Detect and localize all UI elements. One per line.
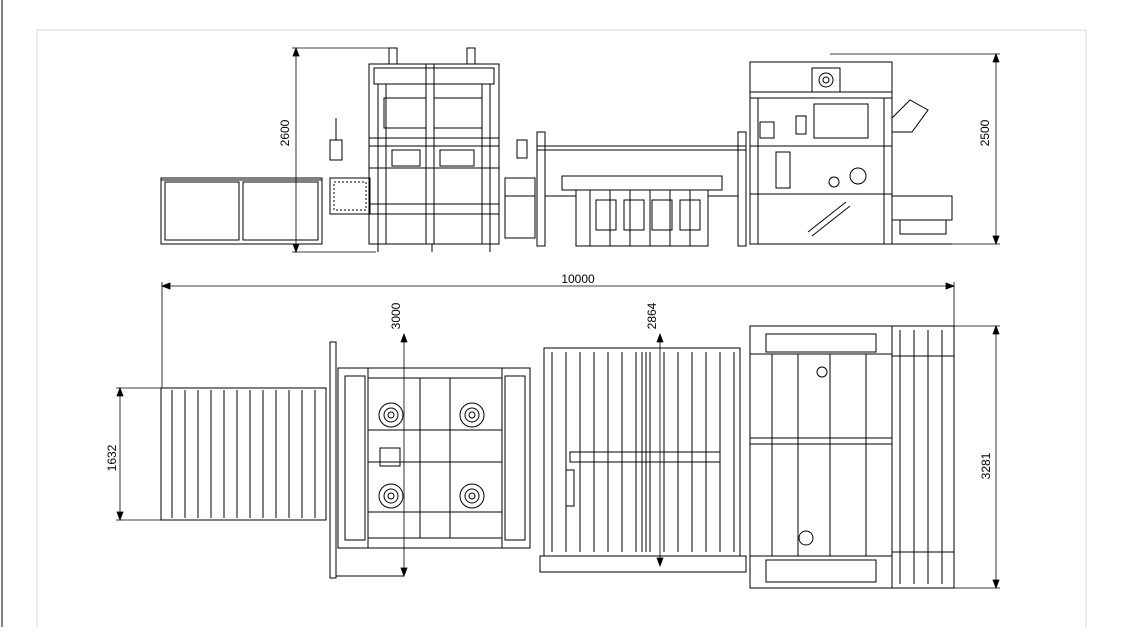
elevation-dimension-lines: [292, 46, 1000, 254]
plan-dimension-lines: [116, 324, 1000, 590]
plan-infeed-table: [160, 387, 327, 521]
elevation-conveyor: [536, 131, 747, 247]
plan-conveyor: [539, 347, 747, 573]
dimension-2600: 2600: [278, 119, 292, 146]
elevation-gantry-tower: [368, 47, 500, 252]
elevation-view: [160, 46, 1000, 254]
elevation-right-machine: [749, 61, 953, 245]
elevation-infeed-table: [160, 177, 323, 245]
plan-right-machine: [749, 325, 955, 589]
dimension-3000: 3000: [389, 302, 403, 329]
dimension-2500: 2500: [978, 119, 992, 146]
dimension-10000: 10000: [561, 272, 595, 286]
dimension-3281: 3281: [979, 452, 993, 479]
dimension-2864: 2864: [645, 302, 659, 329]
plan-view: [116, 324, 1000, 590]
dimension-1632: 1632: [105, 444, 119, 471]
elevation-lift-section: [329, 118, 536, 239]
plan-palletizer: [329, 341, 531, 579]
overall-length-dimension: [160, 282, 956, 388]
